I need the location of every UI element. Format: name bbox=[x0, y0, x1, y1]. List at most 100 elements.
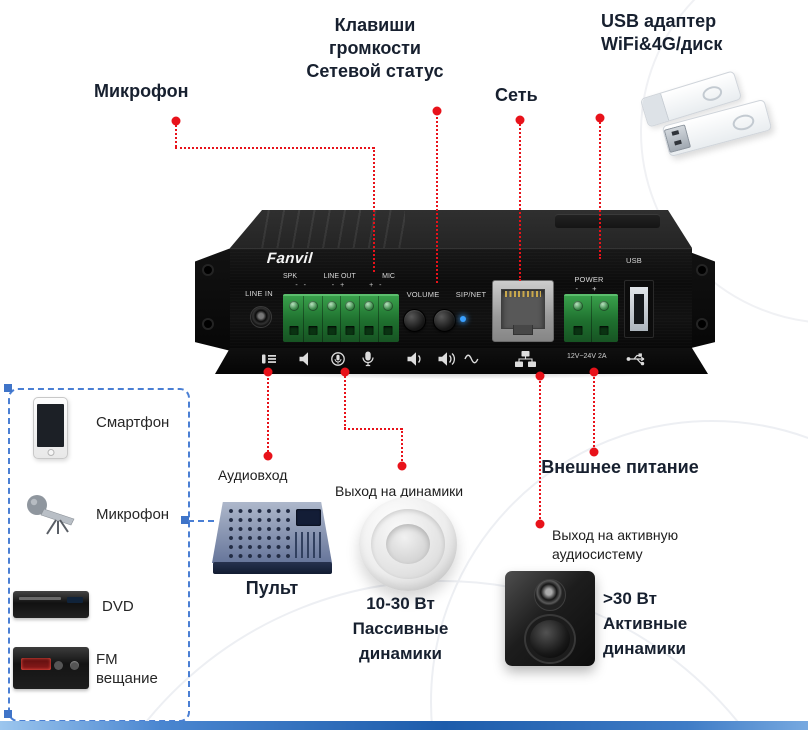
connector-dot bbox=[589, 367, 599, 377]
callout-volume-status: Клавиши громкости Сетевой статус bbox=[290, 14, 460, 83]
sources-to-mixer-line bbox=[188, 520, 214, 522]
mic-icon bbox=[362, 351, 374, 367]
device-top-face bbox=[230, 210, 692, 248]
mixer-sliders bbox=[294, 532, 323, 559]
callout-network: Сеть bbox=[495, 85, 538, 105]
network-icon bbox=[515, 351, 536, 367]
connector-line bbox=[267, 373, 269, 456]
power-terminal-block bbox=[564, 294, 618, 342]
woofer bbox=[524, 614, 576, 664]
connector-dot bbox=[535, 519, 545, 529]
active-label-line1: >30 Вт bbox=[603, 589, 657, 608]
terminal-polarity: - - - + + - bbox=[283, 282, 395, 289]
connector-dot bbox=[340, 367, 350, 377]
spk-label: SPK bbox=[283, 273, 298, 280]
callout-usb-line2: WiFi&4G/диск bbox=[601, 34, 723, 54]
box-handle bbox=[4, 710, 12, 718]
speaker-icon bbox=[299, 352, 308, 366]
connector-dot bbox=[397, 461, 407, 471]
power-polarity: - + bbox=[575, 284, 603, 293]
connector-line bbox=[599, 119, 601, 259]
audio-terminal-block bbox=[283, 294, 399, 342]
microphone-drawing bbox=[27, 495, 75, 535]
dvd-player-image bbox=[13, 591, 89, 618]
connector-line bbox=[175, 122, 177, 147]
active-label-line2: Активные bbox=[603, 614, 688, 633]
passive-speaker-image bbox=[359, 497, 457, 591]
brand-logo: Fanvil bbox=[266, 250, 314, 267]
callout-audio-input: Аудиовход bbox=[218, 467, 288, 483]
fm-tuner-image bbox=[13, 647, 89, 689]
mixer-image bbox=[212, 502, 332, 574]
terminal-slot bbox=[285, 296, 304, 342]
callout-active-output: Выход на активную аудиосистему bbox=[552, 526, 678, 564]
connector-dot bbox=[589, 447, 599, 457]
power-rating-label: 12V~24V 2A bbox=[567, 353, 607, 360]
callout-active-line1: Выход на активную bbox=[552, 527, 679, 543]
tweeter bbox=[534, 579, 566, 611]
usb-port bbox=[624, 280, 654, 338]
speaker-ring-inner bbox=[386, 524, 430, 564]
connector-line bbox=[373, 147, 375, 272]
connector-line bbox=[344, 428, 402, 430]
dvd-label: DVD bbox=[102, 598, 134, 615]
terminal-slot bbox=[592, 296, 617, 342]
terminal-slot bbox=[566, 296, 592, 342]
terminal-slot bbox=[304, 296, 323, 342]
callout-usb-line1: USB адаптер bbox=[601, 11, 717, 31]
usb-label: USB bbox=[625, 256, 643, 265]
line-out-polarity: - + bbox=[331, 282, 347, 289]
connector-line bbox=[593, 373, 595, 451]
connector-line bbox=[344, 373, 346, 429]
sip-net-label: SIP/NET bbox=[455, 290, 487, 299]
mixer-base bbox=[213, 562, 332, 574]
sip-net-led bbox=[460, 316, 466, 322]
connector-dot bbox=[171, 116, 181, 126]
spk-polarity: - - bbox=[295, 282, 308, 289]
footer-accent-bar bbox=[0, 721, 808, 730]
mic-polarity: + - bbox=[369, 282, 384, 289]
connector-dot bbox=[595, 113, 605, 123]
line-in-icon bbox=[262, 354, 276, 364]
volume-down-button bbox=[403, 309, 426, 332]
device-bottom-flange bbox=[215, 348, 708, 374]
speaker-wave2-icon bbox=[438, 352, 456, 366]
volume-label: VOLUME bbox=[406, 290, 440, 299]
callout-speaker-output: Выход на динамики bbox=[335, 483, 464, 499]
ethernet-port bbox=[492, 280, 554, 342]
connector-dot bbox=[263, 367, 273, 377]
callout-volume-line3: Сетевой статус bbox=[306, 61, 444, 81]
power-label: POWER bbox=[574, 275, 604, 284]
callout-volume-line1: Клавиши bbox=[334, 15, 416, 35]
speaker-wave-icon bbox=[407, 352, 421, 366]
mixer-knobs bbox=[227, 507, 294, 569]
terminal-labels: SPK LINE OUT MIC bbox=[283, 273, 395, 280]
terminal-slot bbox=[341, 296, 361, 342]
terminal-slot bbox=[379, 296, 397, 342]
connector-line bbox=[539, 377, 541, 523]
line-in-label: LINE IN bbox=[245, 289, 273, 298]
terminal-slot bbox=[360, 296, 380, 342]
volume-up-button bbox=[433, 309, 456, 332]
mic-label: MIC bbox=[382, 273, 395, 280]
passive-label-line2: Пассивные bbox=[352, 619, 449, 638]
connector-dot bbox=[535, 371, 545, 381]
callout-microphone: Микрофон bbox=[94, 81, 189, 101]
mixer-label: Пульт bbox=[245, 578, 299, 598]
active-label-line3: динамики bbox=[603, 639, 686, 658]
usb-trident-icon bbox=[626, 353, 645, 366]
connector-line bbox=[436, 112, 438, 283]
active-speaker-image bbox=[505, 571, 595, 666]
microphone-label: Микрофон bbox=[96, 506, 170, 523]
box-handle bbox=[4, 384, 12, 392]
rj45-notch bbox=[513, 325, 533, 335]
wave-icon bbox=[464, 354, 479, 364]
connector-dot bbox=[432, 106, 442, 116]
connector-line bbox=[175, 147, 374, 149]
active-speaker-label: >30 Вт Активные динамики bbox=[603, 586, 687, 661]
connector-line bbox=[401, 428, 403, 465]
mixer-screen bbox=[296, 509, 322, 527]
callout-active-line2: аудиосистему bbox=[552, 546, 643, 562]
line-out-label: LINE OUT bbox=[323, 273, 356, 280]
